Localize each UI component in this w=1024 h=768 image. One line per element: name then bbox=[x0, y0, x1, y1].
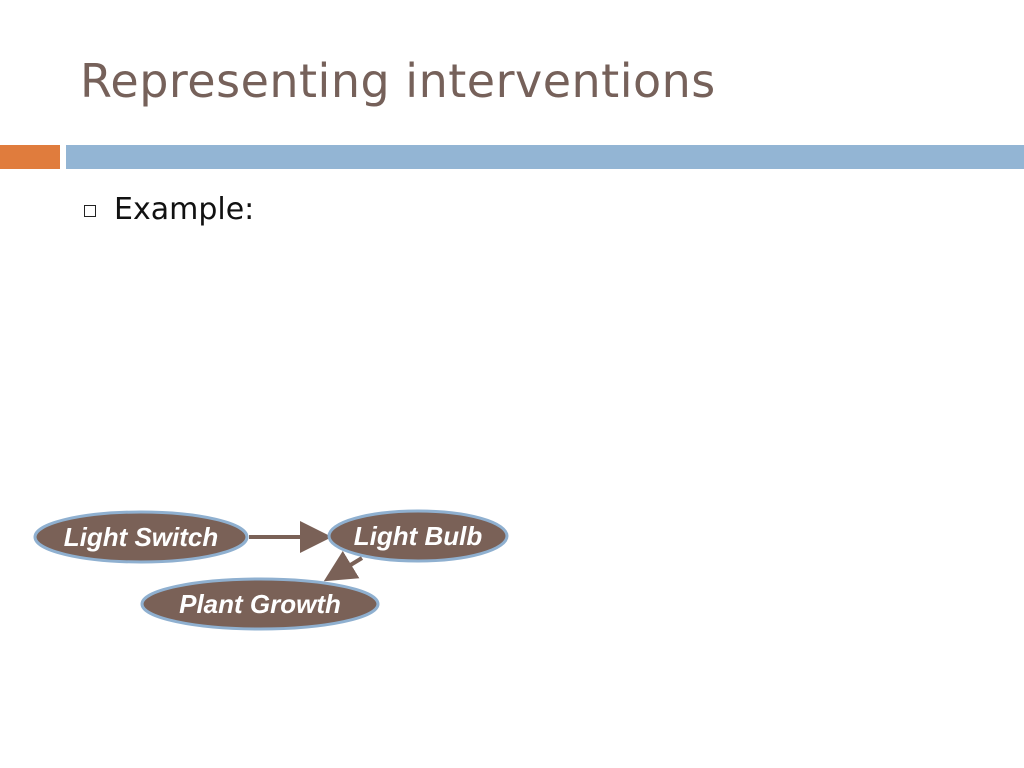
accent-bar bbox=[0, 145, 60, 169]
slide-title: Representing interventions bbox=[80, 54, 716, 108]
node-label: Plant Growth bbox=[179, 589, 341, 619]
node-label: Light Bulb bbox=[354, 521, 483, 551]
node-light-switch: Light Switch bbox=[33, 510, 249, 564]
edge-light-bulb-to-plant-growth bbox=[323, 550, 364, 582]
square-bullet-icon bbox=[84, 205, 96, 217]
node-light-bulb: Light Bulb bbox=[327, 509, 509, 563]
bullet-text: Example: bbox=[114, 192, 255, 227]
bullet-item: Example: bbox=[84, 192, 254, 227]
node-label: Light Switch bbox=[64, 522, 219, 552]
title-underline-bar bbox=[66, 145, 1024, 169]
node-plant-growth: Plant Growth bbox=[140, 577, 380, 631]
